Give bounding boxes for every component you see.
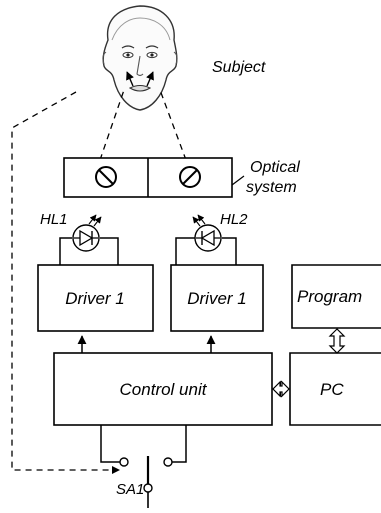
light-path-left <box>99 89 125 161</box>
pc-label: PC <box>320 380 344 399</box>
driver-right-box <box>170 264 264 332</box>
switch-sa1-icon <box>100 425 187 508</box>
double-arrow-program-pc <box>328 328 346 354</box>
subject-label: Subject <box>212 59 266 76</box>
subject-face-icon <box>102 5 178 111</box>
optical-system-label-2: system <box>246 179 297 196</box>
driver-right-label: Driver 1 <box>187 289 247 308</box>
driver-left-box <box>37 264 154 332</box>
pc-box <box>289 352 381 426</box>
optical-system <box>63 157 233 198</box>
double-arrow-cu-pc <box>272 380 290 398</box>
hl1-label: HL1 <box>40 211 68 228</box>
program-label: Program <box>297 287 362 306</box>
program-box <box>291 264 381 329</box>
led-hl2-icon <box>175 214 237 265</box>
switch-label: SA1 <box>116 481 144 498</box>
optical-system-label-1: Optical <box>250 159 300 176</box>
hl2-label: HL2 <box>220 211 248 228</box>
driver-left-label: Driver 1 <box>65 289 125 308</box>
feedback-path <box>11 91 112 471</box>
led-hl1-icon <box>59 214 119 265</box>
control-unit-label: Control unit <box>120 380 208 399</box>
light-path-right <box>159 89 187 161</box>
control-unit-box <box>53 352 273 426</box>
